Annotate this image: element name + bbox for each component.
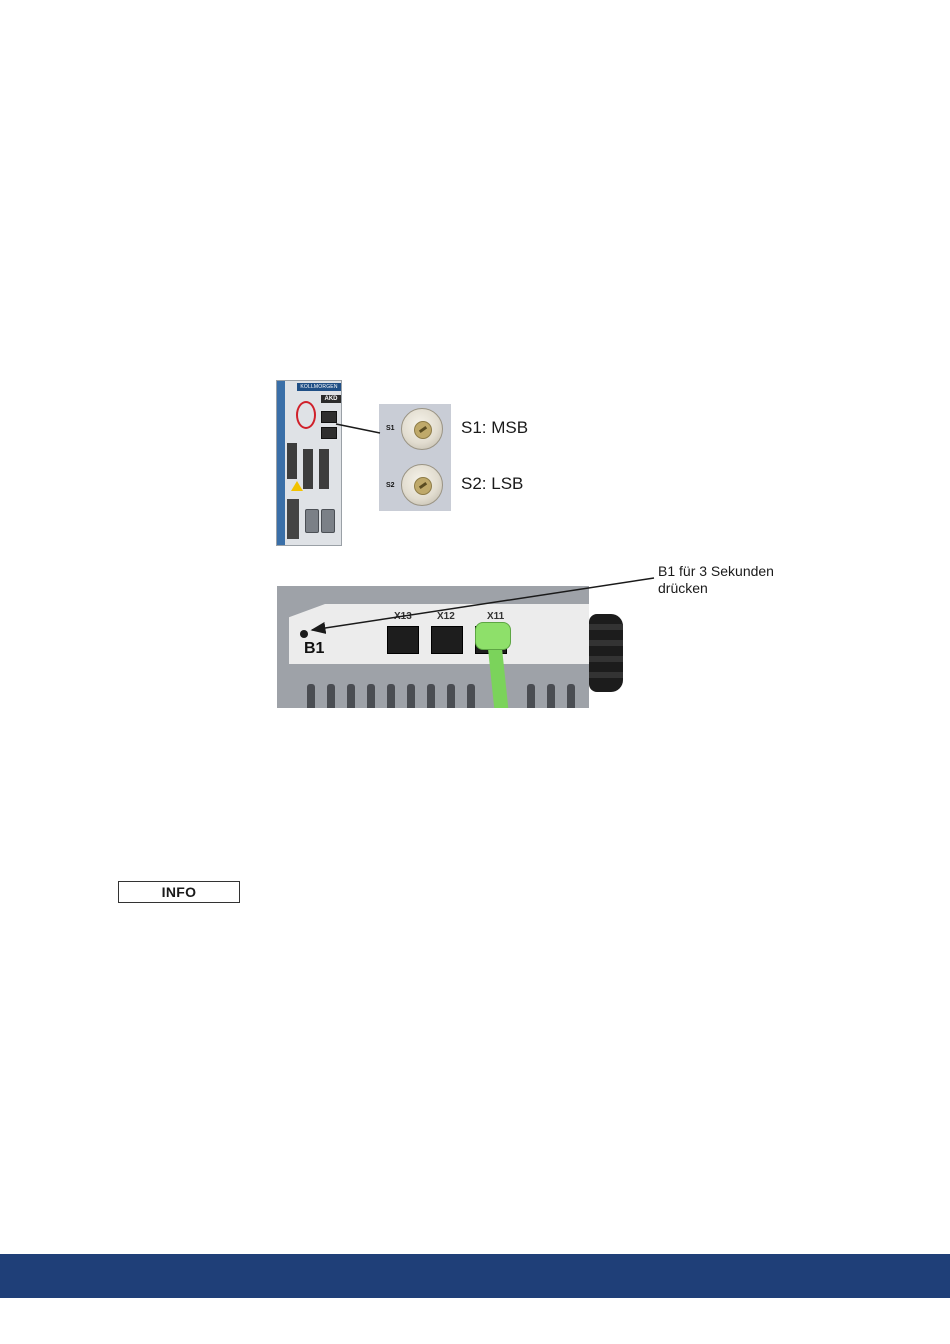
switch-tag-s1: S1: [386, 425, 395, 432]
switch-highlight-circle: [296, 401, 316, 429]
vent-slot: [527, 684, 535, 708]
drive-top-photo: X13 X12 X11 B1: [277, 586, 589, 708]
rotary-switch-panel: S1 S2: [379, 404, 451, 511]
vent-slot: [427, 684, 435, 708]
connector-knob: [589, 614, 623, 692]
port-x12: [431, 626, 463, 654]
ethernet-port: [321, 411, 337, 423]
switch-leader-line: [336, 424, 380, 433]
info-tag: INFO: [118, 881, 240, 903]
drive-front-photo: KOLLMORGEN AKD: [276, 380, 342, 546]
warning-icon: [291, 481, 303, 491]
model-label: AKD: [321, 395, 341, 403]
brand-label: KOLLMORGEN: [297, 383, 341, 391]
ethernet-port: [321, 427, 337, 439]
vent-slot: [327, 684, 335, 708]
b1-label: B1: [304, 640, 324, 658]
dsub-connector: [321, 509, 335, 533]
port-label-x11: X11: [487, 611, 504, 622]
port-label-x13: X13: [394, 611, 412, 622]
vent-slot: [347, 684, 355, 708]
callout-b1-line1: B1 für 3 Sekunden: [658, 563, 774, 579]
vent-slot: [407, 684, 415, 708]
vent-slot: [307, 684, 315, 708]
cable-plug: [475, 622, 511, 650]
vent-slot: [447, 684, 455, 708]
callout-s2-lsb: S2: LSB: [461, 474, 523, 494]
power-terminal: [287, 499, 299, 539]
footer-bar: [0, 1254, 950, 1298]
vent-slot: [367, 684, 375, 708]
vent-slot: [567, 684, 575, 708]
rotary-switch-s2: [401, 464, 443, 506]
vent-slot: [387, 684, 395, 708]
terminal-block: [319, 449, 329, 489]
port-label-x12: X12: [437, 611, 455, 622]
rotary-switch-s1: [401, 408, 443, 450]
port-x13: [387, 626, 419, 654]
terminal-block: [287, 443, 297, 479]
b1-button: [300, 630, 308, 638]
callout-s1-msb: S1: MSB: [461, 418, 528, 438]
terminal-block: [303, 449, 313, 489]
callout-b1-line2: drücken: [658, 580, 708, 596]
switch-tag-s2: S2: [386, 482, 395, 489]
vent-slot: [547, 684, 555, 708]
vent-slot: [467, 684, 475, 708]
mounting-rail: [277, 381, 285, 545]
dsub-connector: [305, 509, 319, 533]
